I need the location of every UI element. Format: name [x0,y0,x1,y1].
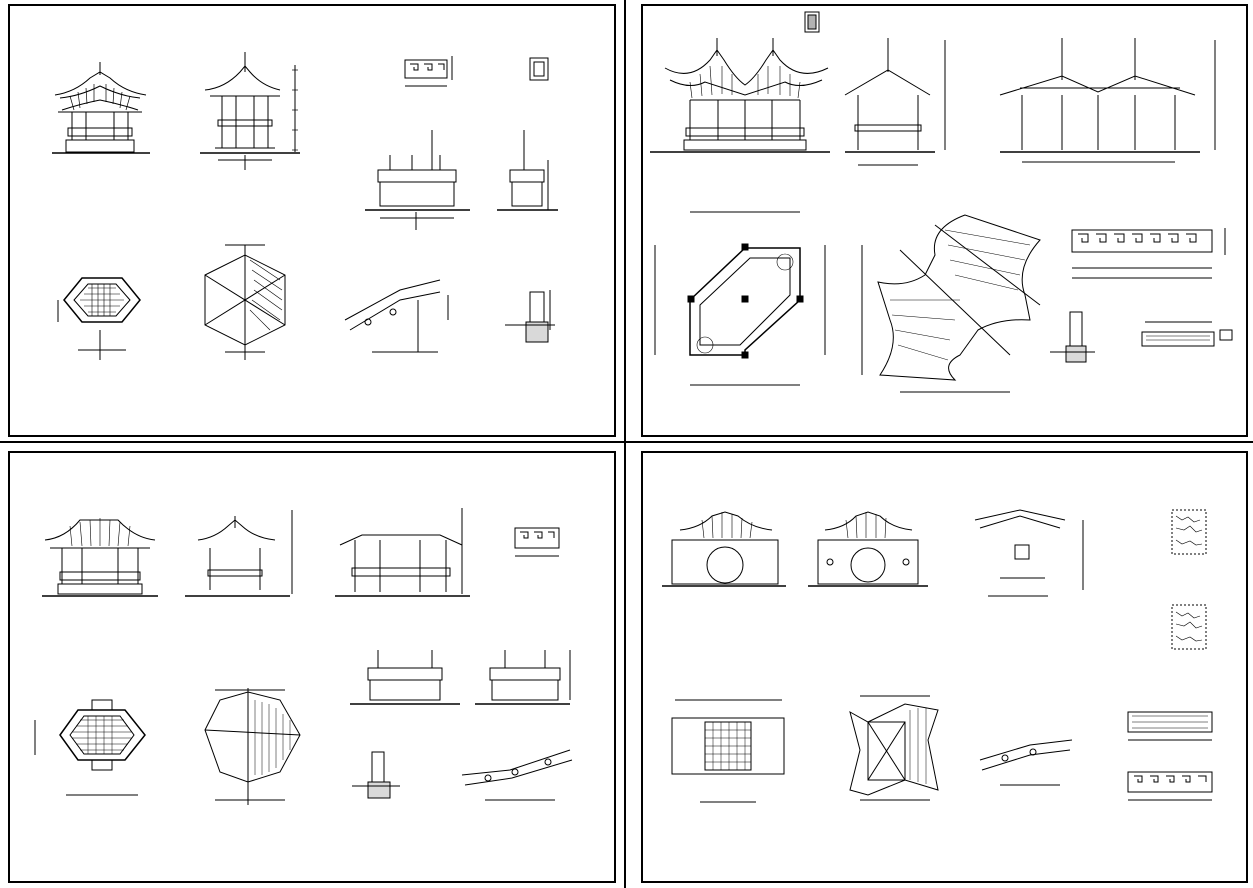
sheet3-section [335,508,470,597]
sheet2-long-section [999,38,1216,163]
sheet4-floor-plan [671,699,785,803]
sheet-frame-top-left [8,4,616,437]
sheet1-front-elevation [52,62,150,154]
vertical-divider [624,0,626,888]
sheet2-railing-elevation [1071,228,1226,279]
sheet3-side-elevation [185,510,293,597]
sheet1-base-side [497,130,558,211]
sheet4-eave-detail [979,739,1073,786]
sheet3-eave-detail [461,749,573,801]
sheet1-section [200,52,300,170]
sheet2-floor-plan [654,211,826,386]
sheet1-base-section [505,290,555,343]
sheet4-gable-section [974,509,1084,597]
sheet1-roof-plan [204,244,286,360]
sheet4-moon-gate-elevation-b [808,511,928,587]
sheet2-twin-roof-elevation [650,11,830,153]
sheet3-base-section [352,751,400,799]
sheet1-base-elevation [365,130,470,230]
sheet3-front-elevation [42,518,158,597]
sheet2-roof-plan [861,214,1041,393]
sheet3-hexagon-plan [34,699,146,796]
sheet1-railing-detail [404,56,453,87]
sheet2-bench-detail [1141,321,1233,347]
sheet3-base-elevation [350,650,460,705]
sheet3-railing-detail [514,527,560,557]
sheet3-roof-plan [204,688,301,805]
sheet-frame-bottom-right [641,451,1248,883]
sheet4-bench-elevation-b [1127,771,1213,801]
sheet4-bench-elevation-a [1127,711,1213,741]
sheet2-side-section [844,38,946,166]
sheet1-hexagon-plan [57,277,141,360]
sheet4-roof-plan [849,695,939,801]
sheet1-eave-detail [344,279,449,353]
sheet4-lattice-window-a [1171,509,1207,555]
sheet1-window-detail [529,57,549,81]
horizontal-divider [0,441,1253,443]
sheet3-base-side [475,650,571,705]
sheet4-moon-gate-elevation-a [662,511,786,587]
sheet2-base-detail [1050,311,1095,363]
sheet-frame-bottom-left [8,451,616,883]
sheet4-lattice-window-b [1171,604,1207,650]
